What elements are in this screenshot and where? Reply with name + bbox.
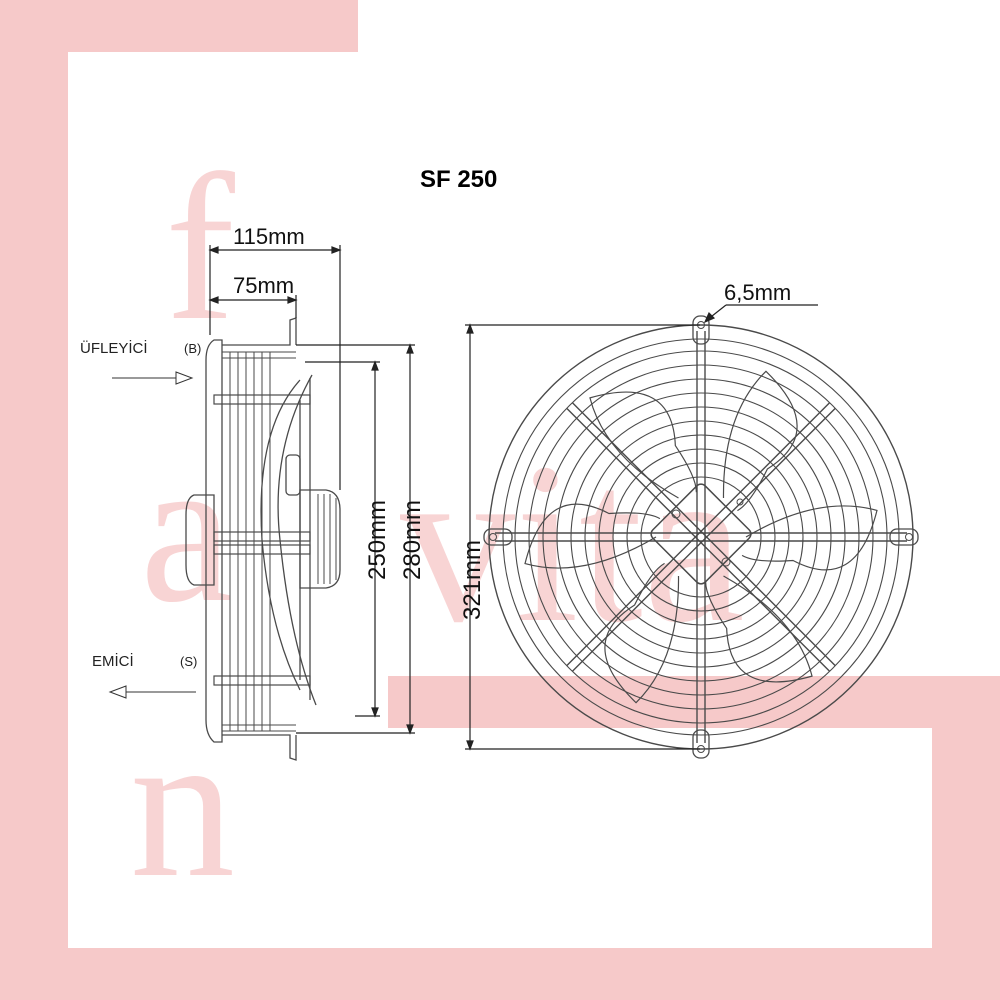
side-dimensions (208, 245, 415, 735)
front-mount-lugs (483, 315, 919, 759)
guard-ring (528, 364, 874, 710)
watermark-band-right (932, 676, 1000, 1000)
side-flange-bottom (222, 734, 297, 761)
dim-depth-motor: 75mm (233, 273, 294, 298)
label-suction: EMİCİ (92, 652, 134, 670)
dim-inner-diameter: 250mm (364, 500, 391, 580)
fan-blade (705, 575, 813, 683)
side-hub (185, 494, 215, 586)
watermark-word: vita (400, 415, 745, 670)
front-bolt-1 (671, 509, 681, 519)
guard-ring (584, 420, 818, 654)
side-blade-1 (260, 379, 301, 691)
guard-ring (570, 406, 832, 668)
watermark-band-left (0, 0, 68, 1000)
guard-ring (488, 324, 914, 750)
side-blade-2 (277, 374, 317, 706)
front-bolt-3 (736, 498, 744, 506)
front-guard-rings (488, 324, 914, 750)
page-title: SF 250 (420, 166, 497, 193)
guard-ring (626, 462, 776, 612)
label-blower-code: (B) (184, 341, 201, 356)
guard-bar (566, 402, 831, 667)
guard-ring (542, 378, 860, 696)
side-view (185, 317, 341, 761)
watermark-band-bottom (0, 948, 1000, 1000)
front-bolt-2 (721, 557, 731, 567)
dim-depth-total: 115mm (233, 224, 305, 249)
arrow-blower-icon (112, 371, 194, 385)
guard-bar (571, 402, 836, 667)
side-motor (299, 489, 341, 589)
side-flange-top (222, 317, 297, 346)
watermark-band-mid (388, 676, 1000, 728)
guard-ring (556, 392, 846, 682)
fan-blade (524, 503, 661, 569)
front-blades (524, 370, 878, 704)
arrow-suction-icon (108, 685, 196, 699)
fan-blade (589, 391, 697, 499)
front-guard-bars (495, 331, 907, 743)
side-motor-ribs (317, 494, 337, 584)
watermark-letter-n: n (130, 689, 235, 921)
guard-ring (514, 350, 888, 724)
front-hub (650, 483, 752, 585)
front-view (483, 315, 919, 759)
guard-ring (598, 434, 804, 640)
side-guard-front (205, 339, 223, 743)
side-terminal-box (285, 454, 301, 496)
guard-ring (640, 476, 762, 598)
label-blower: ÜFLEYİCİ (80, 339, 148, 357)
dim-outer-diameter: 280mm (399, 500, 426, 580)
dim-mount-hole: 6,5mm (724, 280, 791, 305)
guard-bar (571, 407, 836, 672)
fan-blade (604, 562, 680, 704)
guard-ring (612, 448, 790, 626)
label-suction-code: (S) (180, 654, 197, 669)
dim-overall-diameter: 321mm (459, 540, 486, 620)
fan-blade (741, 505, 878, 571)
guard-ring (502, 338, 900, 736)
front-dimensions (465, 304, 818, 751)
guard-bar (566, 407, 831, 672)
fan-blade (722, 370, 798, 512)
watermark-letter-f: f (165, 132, 235, 364)
